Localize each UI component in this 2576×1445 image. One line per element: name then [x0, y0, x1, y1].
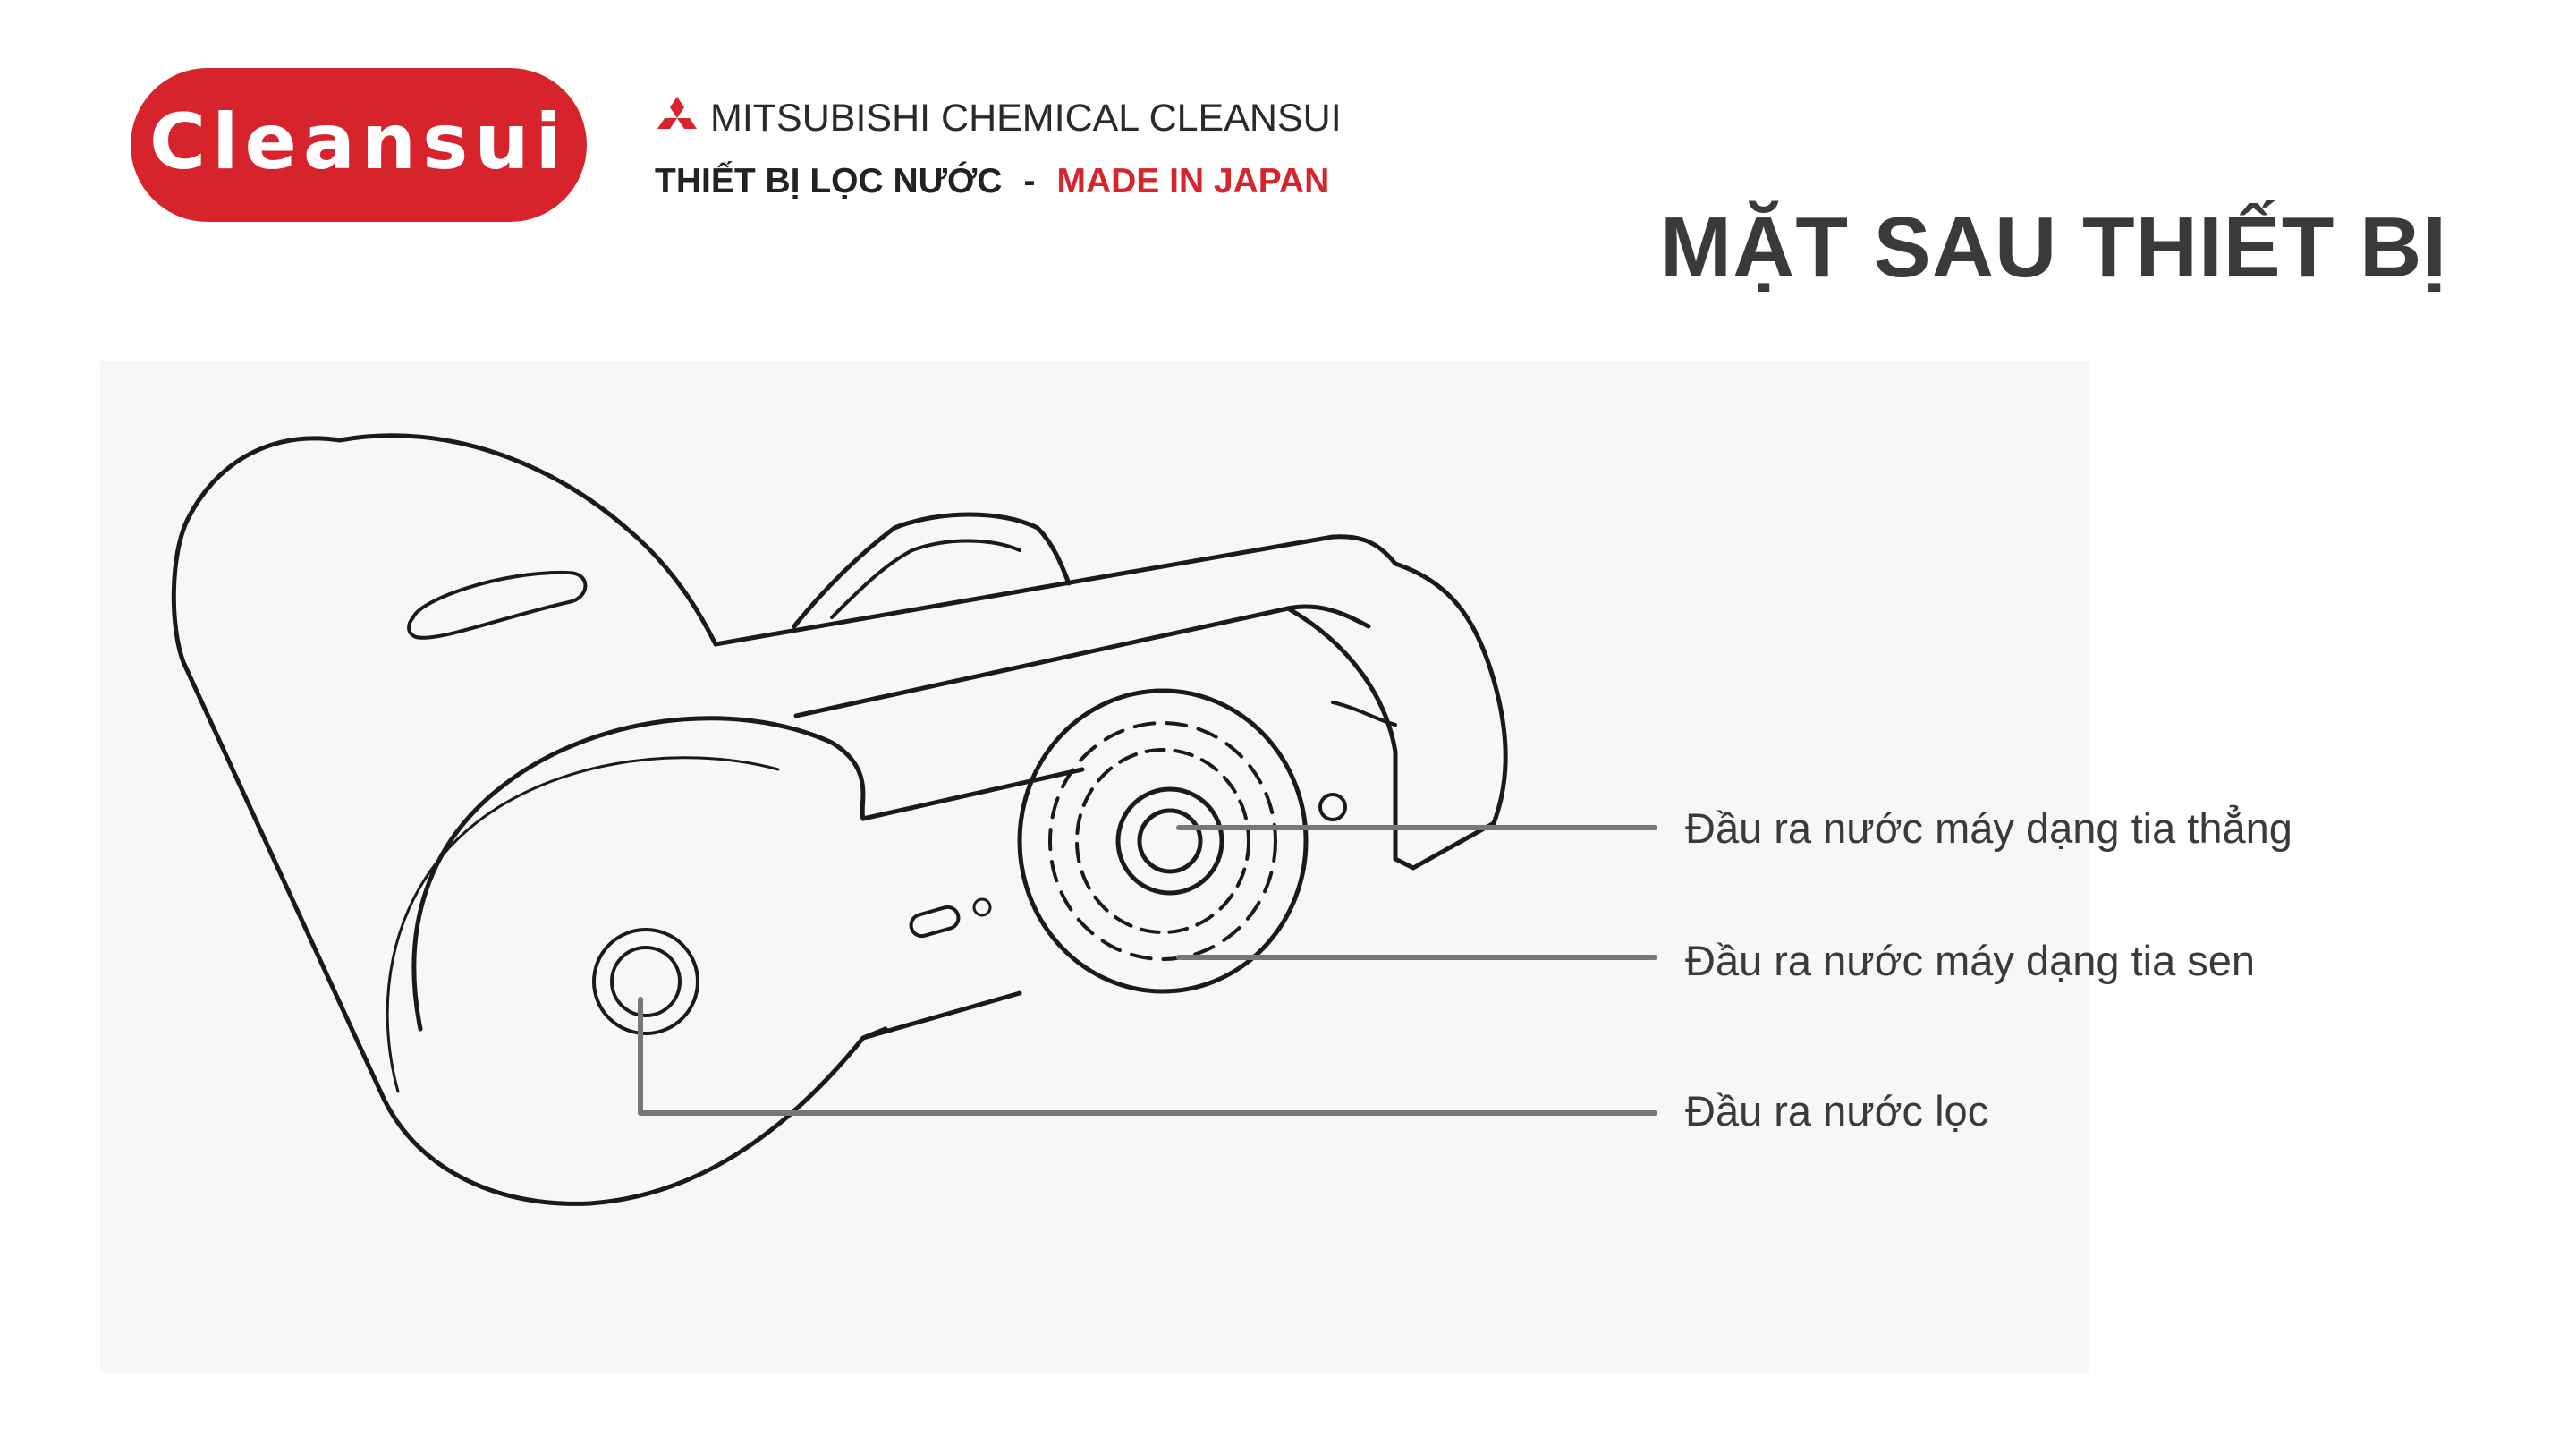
handle-inner	[830, 539, 1021, 619]
housing-slot-line	[1331, 701, 1397, 727]
callout-shower-stream: Đầu ra nước máy dạng tia sen	[1685, 937, 2256, 984]
cleansui-logo: Cleansui	[131, 68, 587, 222]
housing-right-inner	[1285, 606, 1398, 862]
callout-line-filtered	[638, 997, 1657, 1116]
indicator-slot	[909, 905, 961, 939]
mitsubishi-diamonds-icon	[657, 97, 697, 129]
power-symbol	[1318, 793, 1347, 821]
shower-ring-outer	[1048, 721, 1277, 961]
housing-bottom-edge	[860, 990, 1022, 1041]
cylinder-inner-edge	[411, 716, 866, 1032]
straight-outlet-inner	[1137, 808, 1203, 874]
page-title: MẶT SAU THIẾT BỊ	[1660, 200, 2447, 295]
front-disc-inner	[386, 756, 780, 1093]
housing-top-ridge	[793, 604, 1371, 718]
brand-name: MITSUBISHI CHEMICAL CLEANSUI	[710, 96, 1342, 140]
logo-text: Cleansui	[148, 98, 569, 187]
housing-front-face	[860, 767, 1085, 821]
indicator-dot	[972, 897, 992, 917]
brand-line: MITSUBISHI CHEMICAL CLEANSUI	[651, 93, 1342, 143]
product-line: THIẾT BỊ LỌC NƯỚC - MADE IN JAPAN	[655, 157, 1329, 206]
callout-filtered-water: Đầu ra nước lọc	[1685, 1087, 1989, 1135]
shower-disc-outer	[1017, 688, 1309, 994]
housing-top-edge	[713, 534, 1398, 647]
cylinder-slot	[407, 570, 588, 640]
housing-right-end	[1393, 561, 1508, 826]
cylinder-top-edge	[337, 433, 718, 647]
housing-side-lower	[1393, 820, 1496, 871]
product-name: THIẾT BỊ LỌC NƯỚC	[655, 162, 1003, 200]
made-in-japan: MADE IN JAPAN	[1056, 162, 1330, 200]
handle-outline	[792, 512, 1072, 629]
cylinder-body-outline	[171, 436, 387, 1103]
filtered-outlet-outer	[592, 928, 699, 1035]
shower-ring-mid	[1075, 748, 1250, 934]
filtered-outlet-inner	[610, 946, 682, 1017]
front-disc-outline	[382, 1026, 888, 1206]
product-separator: -	[1023, 162, 1036, 200]
straight-outlet-outer	[1115, 786, 1224, 896]
callout-straight-stream: Đầu ra nước máy dạng tia thẳng	[1685, 804, 2292, 852]
